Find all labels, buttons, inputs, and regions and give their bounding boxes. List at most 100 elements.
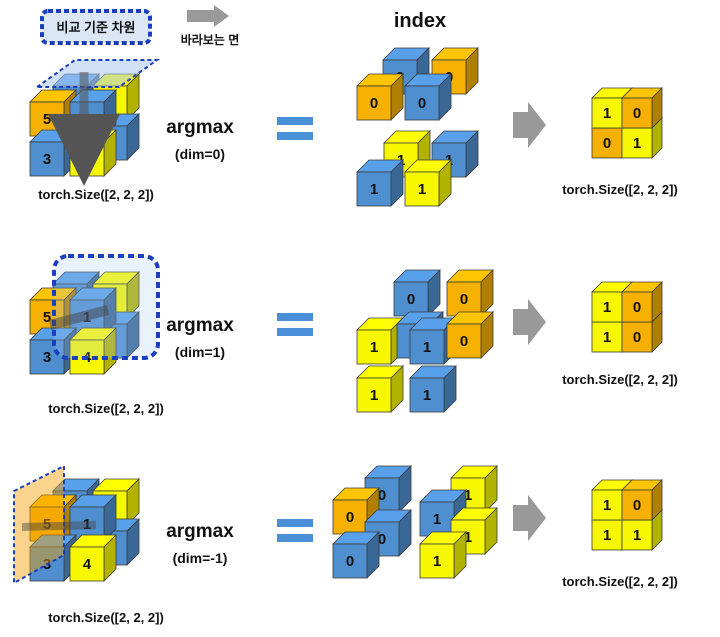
argmax-label: argmax: [166, 521, 234, 542]
index-cubes: 0 1 0 1 0 1 0 1: [332, 465, 498, 579]
input-size-label: torch.Size([2, 2, 2]): [48, 610, 164, 625]
cube: 4: [69, 129, 117, 177]
result-tensor: 1 0 1 0: [591, 281, 663, 353]
cube: 1: [356, 365, 404, 413]
cube-front-face: [356, 377, 392, 413]
cube-value: 0: [633, 299, 641, 316]
cube: 1: [356, 159, 404, 207]
cube-front-face: [419, 543, 455, 579]
cube-front-face: [409, 377, 445, 413]
result-arrow-icon: [513, 299, 546, 345]
cube-front-face: [332, 499, 368, 535]
cube-value: 0: [460, 291, 468, 308]
result-size-label: torch.Size([2, 2, 2]): [562, 574, 678, 589]
cube: 1: [69, 89, 117, 137]
cube-value: 1: [603, 105, 611, 122]
input-tensor: 07265134: [29, 59, 161, 186]
cube: 0: [621, 479, 663, 521]
dim-label: (dim=-1): [173, 550, 228, 566]
cube-front-face: [356, 329, 392, 365]
cube-value: 1: [433, 553, 441, 570]
cube-front-face: [404, 85, 440, 121]
cube-value: 5: [43, 111, 51, 128]
cube-value: 0: [460, 333, 468, 350]
result-arrow-icon: [513, 102, 546, 148]
cube: 0: [332, 487, 380, 535]
cube: 0: [446, 311, 494, 359]
legend-dim-box: [40, 9, 152, 45]
cube-value: 5: [43, 309, 51, 326]
cube: 0: [446, 269, 494, 317]
legend-box-label: 비교 기준 차원: [57, 20, 136, 35]
equals-icon: [277, 519, 313, 542]
equals-icon: [277, 117, 313, 140]
index-title: index: [394, 10, 446, 32]
cube-value: 0: [346, 553, 354, 570]
compare-dim-plane: [13, 464, 65, 585]
cube-value: 1: [633, 135, 641, 152]
cube-value: 0: [418, 95, 426, 112]
equals-icon: [277, 313, 313, 336]
cube-front-face: [404, 171, 440, 207]
cube-front-face: [446, 281, 482, 317]
cube-value: 4: [83, 556, 92, 573]
cube-value: 1: [423, 387, 431, 404]
dim-label: (dim=0): [175, 146, 225, 162]
cube-front-face: [621, 291, 653, 323]
cube-value: 1: [433, 511, 441, 528]
cube: 0: [404, 73, 452, 121]
cube-front-face: [621, 519, 653, 551]
row-dim0: 07265134 argmax (dim=0) torch.Size([2, 2…: [29, 47, 678, 207]
cube-value: 0: [378, 487, 386, 504]
cube-value: 1: [370, 339, 378, 356]
cube-front-face: [332, 543, 368, 579]
argmax-label: argmax: [166, 117, 234, 138]
legend-arrow-label: 바라보는 면: [181, 32, 240, 47]
cube: 0: [332, 531, 380, 579]
dim-label: (dim=1): [175, 344, 225, 360]
cube-value: 0: [407, 291, 415, 308]
cube-front-face: [69, 546, 105, 582]
cube-value: 0: [378, 531, 386, 548]
cube-value: 0: [633, 105, 641, 122]
cube-value: 1: [603, 299, 611, 316]
cube-value: 1: [603, 497, 611, 514]
cube-value: 5: [43, 516, 51, 533]
legend: 비교 기준 차원 바라보는 면: [40, 5, 240, 47]
cube-front-face: [356, 85, 392, 121]
cube: 1: [404, 159, 452, 207]
result-size-label: torch.Size([2, 2, 2]): [562, 182, 678, 197]
compare-dim-plane: [33, 59, 161, 88]
cube-value: 0: [633, 329, 641, 346]
cube-front-face: [621, 97, 653, 129]
cube-value: 1: [464, 529, 472, 546]
result-tensor: 0 1 1 0: [591, 87, 663, 159]
input-tensor: 07265134: [29, 254, 160, 375]
cube-value: 1: [370, 181, 378, 198]
view-arrow-icon: [48, 305, 110, 330]
cube: 4: [69, 534, 117, 582]
cube-value: 0: [603, 135, 611, 152]
cube: 1: [419, 531, 467, 579]
argmax-label: argmax: [166, 315, 234, 336]
cube-value: 4: [83, 151, 92, 168]
cube-front-face: [621, 127, 653, 159]
cube-front-face: [446, 323, 482, 359]
cube-front-face: [591, 489, 623, 521]
row-dim1: 07265134 argmax (dim=1) torch.Size([2, 2…: [29, 254, 678, 416]
index-cubes: 00001111: [356, 47, 479, 207]
cube-value: 1: [603, 329, 611, 346]
cube: 5: [29, 89, 77, 137]
index-cubes: 00101011: [356, 269, 494, 413]
cube-front-face: [591, 291, 623, 323]
cube-front-face: [591, 519, 623, 551]
cube-value: 3: [43, 349, 51, 366]
cube-value: 1: [423, 339, 431, 356]
cube: 1: [409, 365, 457, 413]
cube-value: 1: [464, 487, 472, 504]
cube-value: 1: [83, 516, 91, 533]
input-size-label: torch.Size([2, 2, 2]): [38, 187, 154, 202]
cube-front-face: [356, 171, 392, 207]
cube: 1: [69, 494, 117, 542]
